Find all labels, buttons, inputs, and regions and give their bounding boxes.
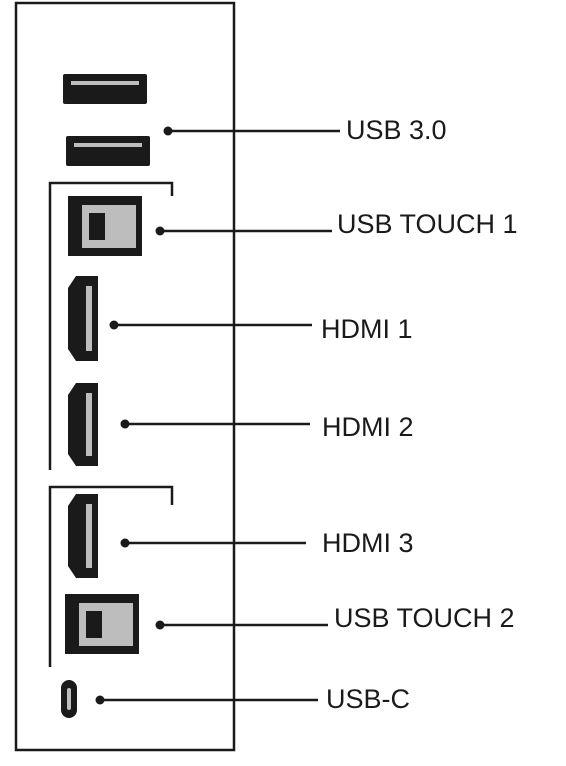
label-hdmi-3: HDMI 3 — [322, 528, 414, 558]
label-usb-touch-2: USB TOUCH 2 — [334, 603, 515, 633]
leader-hdmi-1 — [109, 320, 312, 330]
usb-b-port-icon — [68, 196, 142, 256]
leader-hdmi-2 — [120, 419, 310, 429]
group-bracket-2 — [48, 485, 174, 667]
panel-outline — [14, 1, 236, 752]
group-bracket-1 — [48, 181, 174, 470]
usb-a-port-icon — [66, 136, 150, 166]
label-usb-touch-1: USB TOUCH 1 — [337, 209, 518, 239]
label-usb-3-0: USB 3.0 — [346, 115, 447, 145]
hdmi-port-icon — [68, 383, 98, 466]
label-hdmi-2: HDMI 2 — [322, 412, 414, 442]
hdmi-port-icon — [68, 494, 98, 578]
leader-usb-touch-1 — [155, 226, 332, 236]
leader-hdmi-3 — [120, 538, 306, 548]
label-hdmi-1: HDMI 1 — [321, 314, 413, 344]
hdmi-port-icon — [68, 276, 98, 361]
usb-a-port-icon — [63, 74, 147, 104]
label-usb-c: USB-C — [326, 684, 411, 714]
usb-c-port-icon — [61, 680, 77, 718]
leader-usb-touch-2 — [155, 620, 328, 630]
leader-usb-3-0 — [163, 126, 340, 136]
leader-usb-c — [95, 695, 318, 705]
usb-b-port-icon — [65, 594, 139, 654]
